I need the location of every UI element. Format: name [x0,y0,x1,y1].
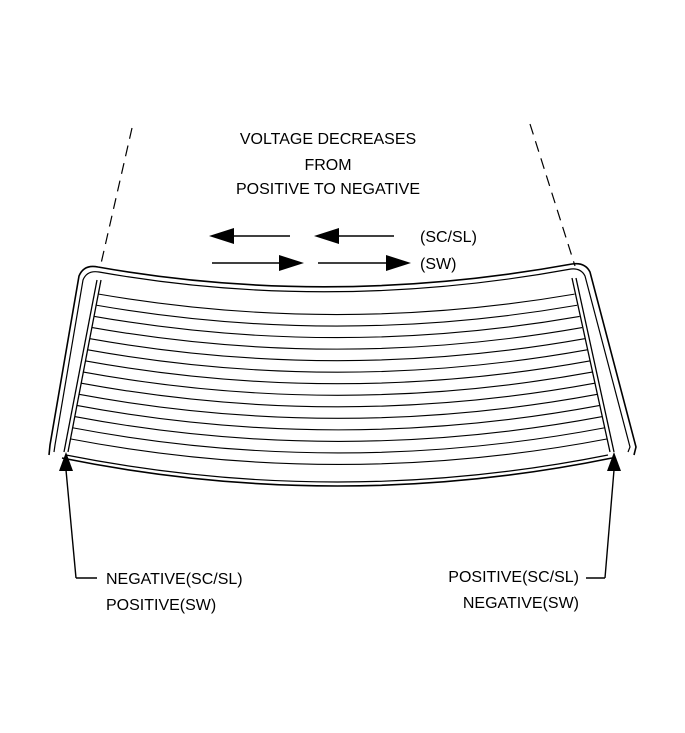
heater-grid-line [70,438,608,466]
arrow-left-1 [209,228,290,244]
heater-grid-line [76,404,600,431]
window-bottom-edge-outer [61,457,613,487]
heater-grid-line [87,349,588,373]
heading-line-3: POSITIVE TO NEGATIVE [236,181,420,198]
heading-line-2: FROM [304,157,351,174]
heater-grid-lines [70,293,608,466]
heading-line-1: VOLTAGE DECREASES [240,131,416,148]
left-terminal-label-line-2: POSITIVE(SW) [106,597,216,614]
left-terminal-pointer [59,452,97,579]
sw-flow-label: (SW) [420,256,456,273]
heater-grid-line [94,315,580,339]
heater-grid-line [78,393,598,419]
heater-grid-line [89,338,585,362]
right-terminal-label-line-2: NEGATIVE(SW) [463,595,579,612]
window-frame-outer [48,262,637,456]
heater-grid-line [85,360,590,385]
sc-sl-flow-label: (SC/SL) [420,229,477,246]
window-bottom-edge-inner [65,454,609,483]
left-terminal-label-line-1: NEGATIVE(SC/SL) [106,571,243,588]
heater-grid-line [92,326,583,350]
heater-grid-line [98,293,575,316]
heater-grid-line [83,371,593,396]
right-terminal-pointer [586,452,621,579]
heater-grid-line [96,304,578,327]
heater-grid-line [72,427,606,454]
right-terminal-label-line-1: POSITIVE(SC/SL) [448,569,579,586]
right-dashed-guide [529,123,576,267]
arrow-left-2 [314,228,394,244]
heater-grid-line [81,382,595,408]
left-bus-bar [63,279,102,453]
arrow-right-2 [318,255,411,271]
arrow-right-1 [212,255,304,271]
right-bus-bar [571,277,615,453]
left-dashed-guide [99,127,133,269]
window-frame-inner [53,268,631,453]
heater-grid-line [74,416,603,442]
